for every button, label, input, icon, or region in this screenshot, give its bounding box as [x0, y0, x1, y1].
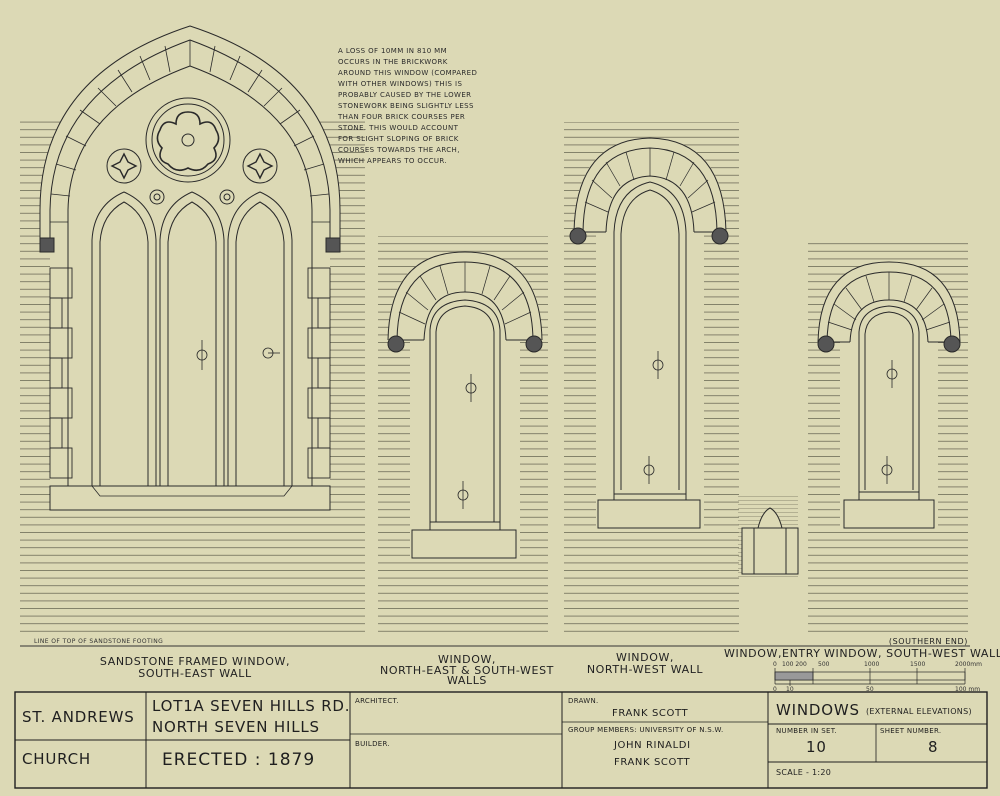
address-line2: NORTH SEVEN HILLS [152, 718, 320, 736]
note-line: STONE. THIS WOULD ACCOUNT [338, 124, 459, 132]
drawing-scale: SCALE - 1:20 [776, 768, 832, 777]
note-line: PROBABLY CAUSED BY THE LOWER [338, 91, 472, 99]
church-name-line2: CHURCH [22, 750, 91, 768]
label-line: WINDOW, [615, 651, 675, 664]
note-line: WHICH APPEARS TO OCCUR. [338, 157, 448, 165]
brickwork-note: A LOSS OF 10mm IN 810 mm OCCURS IN THE B… [338, 46, 498, 167]
scale-tick: 10 [786, 686, 794, 693]
note-line: THAN FOUR BRICK COURSES PER [338, 113, 466, 121]
footing-label: LINE OF TOP OF SANDSTONE FOOTING [34, 638, 164, 645]
sheet-number-label: SHEET NUMBER. [880, 727, 942, 735]
sheet-subtitle: (EXTERNAL ELEVATIONS) [866, 707, 972, 716]
note-line: WITH OTHER WINDOWS) THIS IS [338, 80, 463, 88]
note-line: A LOSS OF 10mm IN 810 mm [338, 47, 448, 55]
window-south-west-southern-end [808, 242, 968, 638]
scale-bar [774, 668, 966, 686]
window-sandstone-south-east [20, 25, 365, 638]
scale-tick: 50 [866, 686, 874, 693]
note-line: AROUND THIS WINDOW (COMPARED [338, 69, 478, 77]
scale-tick: 0 [773, 686, 777, 693]
number-in-set: 10 [806, 738, 827, 756]
label-window-sandstone: SANDSTONE FRAMED WINDOW, SOUTH-EAST WALL [90, 656, 300, 680]
sheet-title: WINDOWS [776, 701, 860, 719]
window-entry-section [738, 494, 799, 578]
window-north-west [564, 122, 739, 638]
label-window-sw-south: (SOUTHERN END) WINDOW, SOUTH-WEST WALL [824, 636, 1000, 660]
note-line: COURSES TOWARDS THE ARCH, [338, 146, 460, 154]
number-in-set-label: NUMBER IN SET. [776, 727, 837, 735]
erected-year: ERECTED : 1879 [162, 750, 316, 770]
title-block-grid [14, 691, 988, 789]
label-line: WINDOW,ENTRY [724, 647, 821, 660]
scale-tick: 0 [773, 661, 777, 668]
scale-tick: 500 [818, 661, 830, 668]
scale-tick: 100 200 [782, 661, 807, 668]
label-line: WINDOW, SOUTH-WEST WALL [824, 647, 1000, 660]
scale-tick: 1000 [864, 661, 880, 668]
scale-tick: 100 mm [955, 686, 981, 693]
drawn-label: DRAWN. [568, 697, 599, 705]
group-members-label: GROUP MEMBERS: UNIVERSITY of N.S.W. [568, 726, 724, 734]
label-line: SOUTH-EAST WALL [138, 667, 252, 680]
sheet-number: 8 [928, 738, 939, 756]
church-name: ST. ANDREWS [22, 708, 135, 726]
note-line: OCCURS IN THE BRICKWORK [338, 58, 448, 66]
scale-tick: 1500 [910, 661, 926, 668]
window-north-east-south-west [378, 236, 548, 638]
label-line: NORTH-EAST & SOUTH-WEST [380, 664, 554, 677]
group-member: JOHN RINALDI [614, 740, 691, 751]
label-window-ne-sw: WINDOW, NORTH-EAST & SOUTH-WEST WALLS [372, 653, 562, 687]
address-line1: LOT1A SEVEN HILLS RD. [152, 697, 351, 715]
label-window-nw: WINDOW, NORTH-WEST WALL [570, 652, 720, 676]
label-line: (SOUTHERN END) [888, 637, 968, 646]
note-line: STONEWORK BEING SLIGHTLY LESS [338, 102, 474, 110]
label-line: WALLS [446, 674, 488, 687]
group-member: FRANK SCOTT [614, 757, 691, 768]
scale-tick: 2000mm [955, 661, 982, 668]
drawn-name: FRANK SCOTT [612, 708, 689, 719]
architect-label: ARCHITECT. [355, 697, 399, 705]
label-line: SANDSTONE FRAMED WINDOW, [99, 655, 291, 668]
builder-label: BUILDER. [355, 740, 390, 748]
note-line: FOR SLIGHT SLOPING OF BRICK [338, 135, 459, 143]
label-line: NORTH-WEST WALL [586, 663, 704, 676]
label-line: WINDOW, [437, 653, 497, 666]
label-window-entry: WINDOW,ENTRY [724, 648, 824, 660]
